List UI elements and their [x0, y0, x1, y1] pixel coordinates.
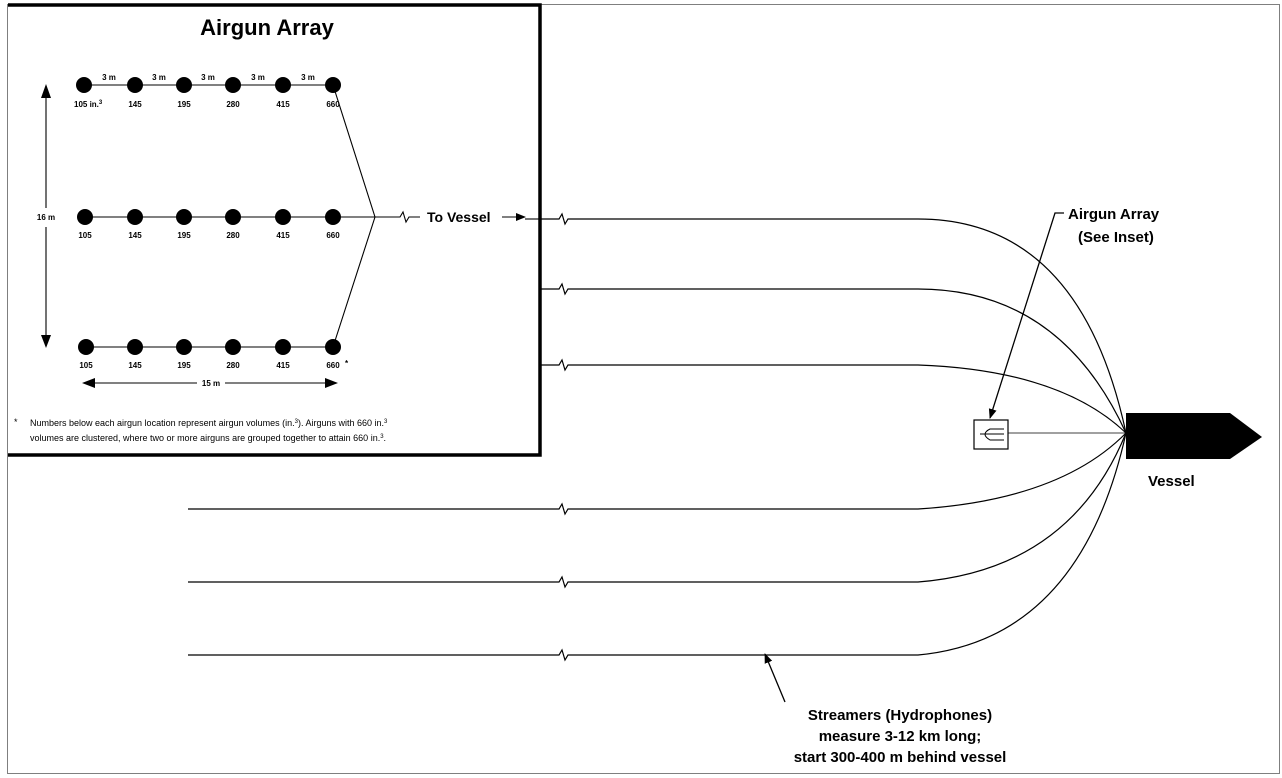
streamer-5 [188, 432, 1127, 589]
airgun [325, 77, 341, 93]
svg-text:145: 145 [128, 231, 142, 240]
airgun [225, 339, 241, 355]
to-vessel-label: To Vessel [427, 209, 491, 225]
vessel-icon [1126, 413, 1262, 459]
streamers-callout-line2: measure 3-12 km long; [819, 728, 982, 745]
streamer-2 [540, 282, 1127, 434]
svg-text:105 in.3: 105 in.3 [74, 100, 103, 109]
svg-text:660: 660 [326, 361, 340, 370]
svg-text:660: 660 [326, 231, 340, 240]
svg-text:280: 280 [226, 231, 240, 240]
airgun [127, 209, 143, 225]
svg-text:415: 415 [276, 231, 290, 240]
airgun [325, 209, 341, 225]
width-dimension: 16 m [37, 84, 55, 348]
outer-frame [7, 4, 1280, 774]
array-lines [84, 84, 540, 348]
airgun-callout-line1: Airgun Array [1068, 206, 1160, 223]
svg-text:195: 195 [177, 361, 191, 370]
length-dimension: 15 m [82, 378, 338, 388]
inset-title: Airgun Array [200, 15, 334, 40]
svg-text:16 m: 16 m [37, 213, 55, 222]
svg-text:15 m: 15 m [202, 379, 220, 388]
svg-text:660: 660 [326, 100, 340, 109]
svg-text:415: 415 [276, 100, 290, 109]
volumes-middle-row: 105 145 195 280 415 660 [78, 231, 340, 240]
airguns [76, 77, 341, 355]
airgun-callout-leader [988, 212, 1064, 419]
volumes-bottom-row: 105 145 195 280 415 660 * [79, 359, 349, 370]
airgun-array-symbol [973, 419, 1009, 450]
svg-text:195: 195 [177, 231, 191, 240]
airgun [225, 77, 241, 93]
svg-text:280: 280 [226, 100, 240, 109]
airgun [176, 77, 192, 93]
streamer-4 [188, 432, 1127, 516]
streamer-3 [540, 358, 1127, 434]
airgun [127, 339, 143, 355]
airgun [275, 339, 291, 355]
airgun [225, 209, 241, 225]
svg-text:*: * [345, 359, 349, 368]
airgun [176, 209, 192, 225]
inset-border [8, 3, 542, 457]
streamers-callout-line3: start 300-400 m behind vessel [794, 749, 1007, 766]
svg-text:415: 415 [276, 361, 290, 370]
airgun [275, 209, 291, 225]
airgun [275, 77, 291, 93]
vessel-label: Vessel [1148, 473, 1195, 490]
svg-text:volumes are clustered, where t: volumes are clustered, where two or more… [30, 433, 386, 443]
streamers-callout-line1: Streamers (Hydrophones) [808, 707, 992, 724]
airgun-callout-line2: (See Inset) [1078, 229, 1154, 246]
airgun [77, 209, 93, 225]
svg-text:145: 145 [128, 361, 142, 370]
streamers-callout-arrow [764, 653, 786, 703]
airgun [127, 77, 143, 93]
svg-text:Numbers below each airgun loca: Numbers below each airgun location repre… [30, 418, 388, 428]
svg-text:*: * [14, 417, 18, 427]
streamer-6 [188, 432, 1127, 662]
airgun [76, 77, 92, 93]
inset-footnote: * Numbers below each airgun location rep… [14, 417, 388, 443]
svg-text:3 m: 3 m [251, 73, 265, 82]
svg-text:3 m: 3 m [301, 73, 315, 82]
svg-text:195: 195 [177, 100, 191, 109]
volumes-top-row: 105 in.3 145 195 280 415 660 [74, 100, 340, 109]
svg-text:3 m: 3 m [152, 73, 166, 82]
svg-text:3 m: 3 m [201, 73, 215, 82]
streamer-1 [540, 212, 1127, 434]
svg-text:3 m: 3 m [102, 73, 116, 82]
spacing-labels: 3 m 3 m 3 m 3 m 3 m [102, 73, 315, 82]
streamers [188, 212, 1127, 662]
airgun [176, 339, 192, 355]
svg-text:280: 280 [226, 361, 240, 370]
svg-text:105: 105 [78, 231, 92, 240]
svg-text:145: 145 [128, 100, 142, 109]
svg-text:105: 105 [79, 361, 93, 370]
airgun-array-inset: Airgun Array [8, 3, 542, 457]
airgun [78, 339, 94, 355]
airgun [325, 339, 341, 355]
